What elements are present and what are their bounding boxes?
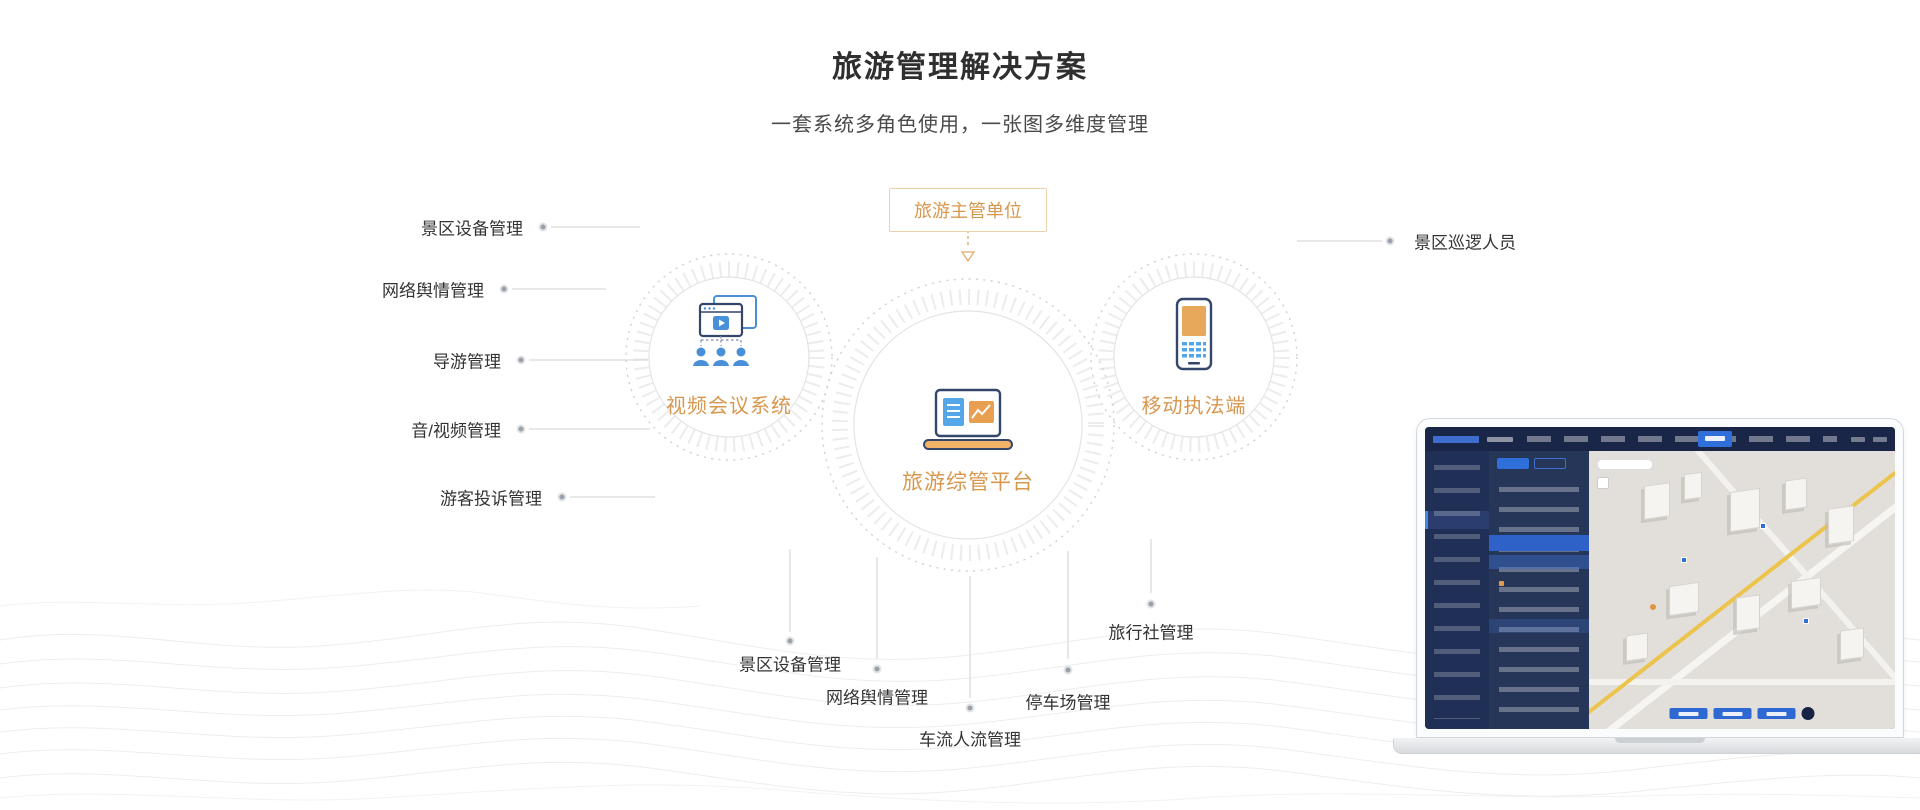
connector-dot — [516, 355, 526, 365]
map-marker-blue — [1803, 617, 1810, 624]
authority-arrow — [960, 230, 976, 263]
dashboard-body — [1425, 451, 1895, 729]
map-building — [1644, 482, 1671, 521]
connector-dot — [872, 664, 882, 674]
left-label-1: 网络舆情管理 — [382, 281, 484, 301]
dashboard-nav-tabs — [1527, 436, 1837, 442]
connector-dot — [1063, 665, 1073, 675]
node-label-mobile-terminal: 移动执法端 — [1141, 395, 1247, 418]
sidebar-menu-rows — [1434, 465, 1480, 719]
left-label-2: 导游管理 — [433, 352, 501, 372]
map-building — [1668, 582, 1699, 617]
panel-header — [1489, 451, 1589, 476]
laptop-base — [1393, 738, 1920, 754]
connector-dot — [516, 424, 526, 434]
map-marker-blue — [1680, 556, 1687, 563]
connector-dot — [1385, 236, 1395, 246]
panel-row-highlight — [1489, 619, 1589, 633]
laptop-dashboard-icon — [923, 388, 1013, 450]
map-search-pill — [1597, 459, 1653, 470]
bottom-label-0: 景区设备管理 — [739, 655, 841, 675]
map-toolbar-round-button — [1801, 707, 1815, 720]
panel-row-highlight — [1489, 535, 1589, 551]
video-conference-icon — [693, 295, 757, 366]
connector-dot — [499, 284, 509, 294]
map-building — [1625, 632, 1648, 663]
map-building — [1729, 487, 1760, 533]
map-building — [1827, 504, 1854, 545]
map-marker-orange — [1650, 603, 1657, 610]
sidebar-active-item — [1425, 511, 1489, 529]
map-toolbar-button — [1669, 708, 1708, 719]
dashboard-map — [1589, 451, 1895, 729]
map-road — [1589, 678, 1895, 685]
smartphone-icon — [1175, 297, 1213, 371]
panel-chip-selected — [1497, 458, 1529, 469]
panel-status-dot — [1499, 581, 1504, 586]
left-label-0: 景区设备管理 — [421, 219, 523, 239]
node-label-video-system: 视频会议系统 — [666, 395, 792, 418]
connector-lines — [512, 226, 1382, 698]
map-zoom-control — [1597, 477, 1609, 489]
panel-list-rows — [1499, 487, 1579, 721]
dashboard-screenshot — [1425, 427, 1895, 729]
map-toolbar — [1669, 707, 1815, 720]
map-building — [1683, 471, 1702, 501]
node-label-main-platform: 旅游综管平台 — [902, 471, 1034, 494]
panel-chip — [1534, 458, 1566, 469]
dashboard-nav-extra — [1873, 436, 1887, 442]
map-building — [1790, 576, 1821, 609]
map-toolbar-button — [1713, 708, 1752, 719]
map-building — [1839, 627, 1864, 661]
page-title: 旅游管理解决方案 — [832, 51, 1088, 84]
bottom-label-1: 网络舆情管理 — [826, 688, 928, 708]
map-marker-blue — [1760, 523, 1767, 530]
dashboard-sidebar-primary — [1425, 451, 1489, 729]
laptop-mockup — [1393, 418, 1920, 754]
left-label-4: 游客投诉管理 — [440, 489, 542, 509]
panel-row-highlight — [1489, 555, 1589, 569]
dashboard-active-tab — [1697, 431, 1732, 447]
video-node-rings — [625, 253, 833, 461]
authority-box: 旅游主管单位 — [889, 188, 1047, 232]
map-toolbar-button — [1757, 708, 1796, 719]
dashboard-sidebar-secondary — [1489, 451, 1589, 729]
map-building — [1735, 593, 1760, 632]
dashboard-logo — [1433, 435, 1479, 443]
bottom-label-4: 旅行社管理 — [1108, 623, 1194, 643]
left-label-3: 音/视频管理 — [411, 421, 501, 441]
right-label-0: 景区巡逻人员 — [1414, 233, 1516, 253]
bottom-label-3: 停车场管理 — [1025, 693, 1111, 713]
connector-dot — [965, 703, 975, 713]
laptop-screen-bezel — [1416, 418, 1904, 738]
dashboard-nav-user — [1851, 436, 1865, 442]
connector-dot — [538, 222, 548, 232]
page-subtitle: 一套系统多角色使用，一张图多维度管理 — [771, 114, 1149, 136]
bottom-label-2: 车流人流管理 — [919, 730, 1021, 750]
dashboard-logo-sub — [1487, 436, 1513, 442]
connector-dot — [557, 492, 567, 502]
dashboard-topnav — [1425, 427, 1895, 451]
wave-background — [0, 589, 1920, 804]
connector-dot — [1146, 599, 1156, 609]
map-building — [1784, 477, 1807, 511]
connector-dot — [785, 636, 795, 646]
